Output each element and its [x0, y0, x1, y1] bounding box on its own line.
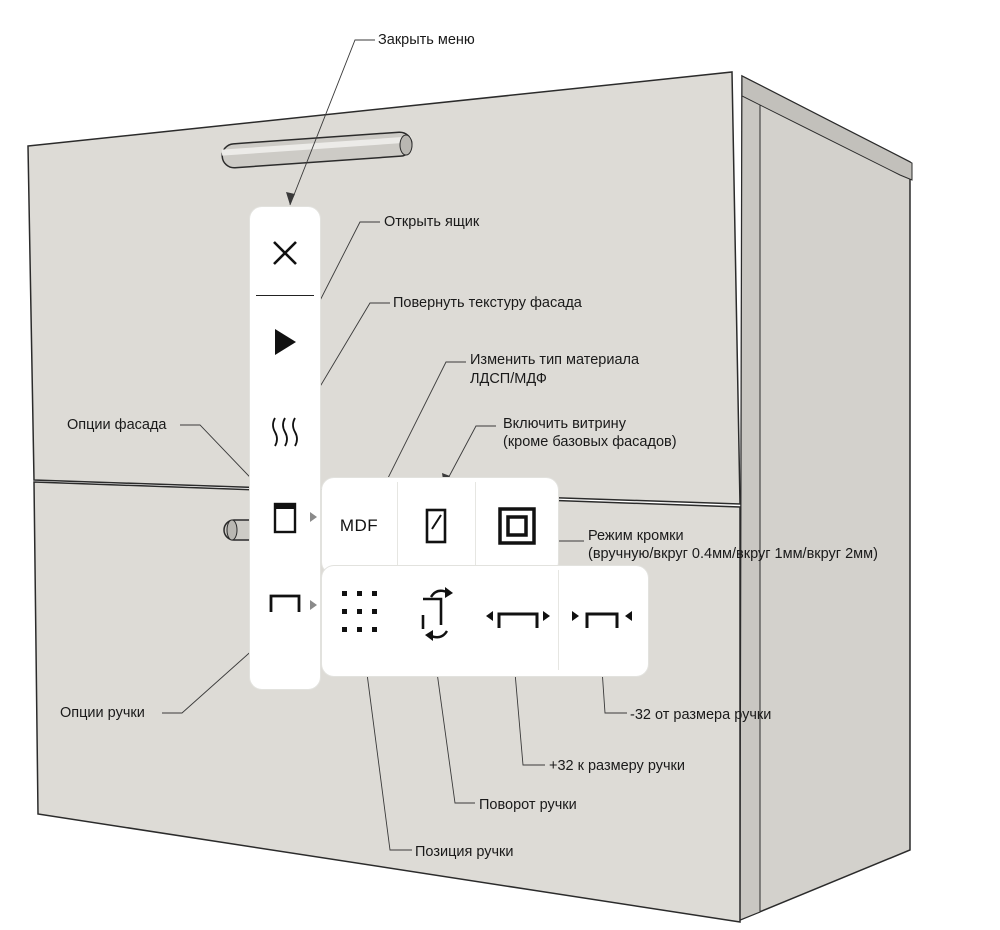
- main-menu-panel: [250, 207, 320, 689]
- handle-options-button[interactable]: [256, 578, 314, 630]
- callout-rotate-texture: Повернуть текстуру фасада: [393, 295, 582, 311]
- handle-shrink-icon: [572, 611, 632, 628]
- open-drawer-button[interactable]: [256, 316, 314, 368]
- close-icon: [273, 241, 297, 265]
- callout-handle-plus32: +32 к размеру ручки: [549, 758, 685, 774]
- facade-submenu-arrow-icon: [310, 512, 317, 522]
- cabinet-side: [739, 74, 911, 922]
- callout-close-menu: Закрыть меню: [378, 32, 475, 48]
- facade-icon: [273, 502, 297, 534]
- callout-material-line1: Изменить тип материала: [470, 352, 640, 368]
- facade-options-button[interactable]: [256, 492, 314, 544]
- cabinet-side-edge: [739, 75, 761, 921]
- callout-vitrine-line1: Включить витрину: [503, 416, 626, 432]
- material-type-button[interactable]: MDF: [324, 490, 394, 562]
- rotate-handle-icon: [421, 587, 453, 641]
- play-icon: [275, 329, 296, 355]
- handle-submenu-arrow-icon: [310, 600, 317, 610]
- callout-handle-rotate: Поворот ручки: [479, 797, 577, 813]
- callout-handle-minus32: -32 от размера ручки: [630, 707, 772, 723]
- callout-edge-mode-line2: (вручную/вкруг 0.4мм/вкруг 1мм/вкруг 2мм…: [588, 546, 878, 562]
- callout-vitrine-line2: (кроме базовых фасадов): [503, 434, 677, 450]
- facade-submenu-divider-2: [475, 482, 476, 570]
- edge-frame-icon: [498, 507, 536, 545]
- callout-handle-position: Позиция ручки: [415, 844, 514, 860]
- callout-open-drawer: Открыть ящик: [384, 214, 480, 230]
- close-menu-button[interactable]: [256, 224, 314, 282]
- facade-submenu-panel: [322, 478, 558, 574]
- callout-handle-options: Опции ручки: [60, 705, 145, 721]
- handle-plus32-button[interactable]: [480, 590, 556, 650]
- handle-minus32-button[interactable]: [562, 590, 642, 650]
- vitrine-icon: [425, 508, 447, 544]
- material-type-label: MDF: [339, 516, 379, 535]
- handle-submenu-panel: [322, 566, 648, 676]
- callout-facade-options: Опции фасада: [67, 417, 167, 433]
- callout-material-line2: ЛДСП/МДФ: [470, 371, 547, 387]
- handle-position-button[interactable]: [326, 574, 394, 652]
- cabinet-top-lip: [741, 75, 913, 181]
- rotate-texture-button[interactable]: [256, 406, 314, 458]
- edge-mode-button[interactable]: [478, 490, 556, 562]
- upper-facade: [27, 71, 741, 505]
- handle-expand-icon: [486, 611, 550, 628]
- dots-grid-icon: [342, 591, 377, 632]
- facade-submenu-divider-1: [397, 482, 398, 570]
- menu-divider: [256, 295, 314, 296]
- rotate-handle-button[interactable]: [400, 574, 478, 652]
- handle-submenu-divider: [558, 570, 559, 670]
- vitrine-toggle-button[interactable]: [400, 490, 472, 562]
- callout-edge-mode-line1: Режим кромки: [588, 528, 684, 544]
- leader-lines: [162, 39, 627, 851]
- upper-drawer-handle: [221, 131, 413, 169]
- texture-waves-icon: [272, 417, 298, 447]
- handle-icon: [269, 594, 301, 612]
